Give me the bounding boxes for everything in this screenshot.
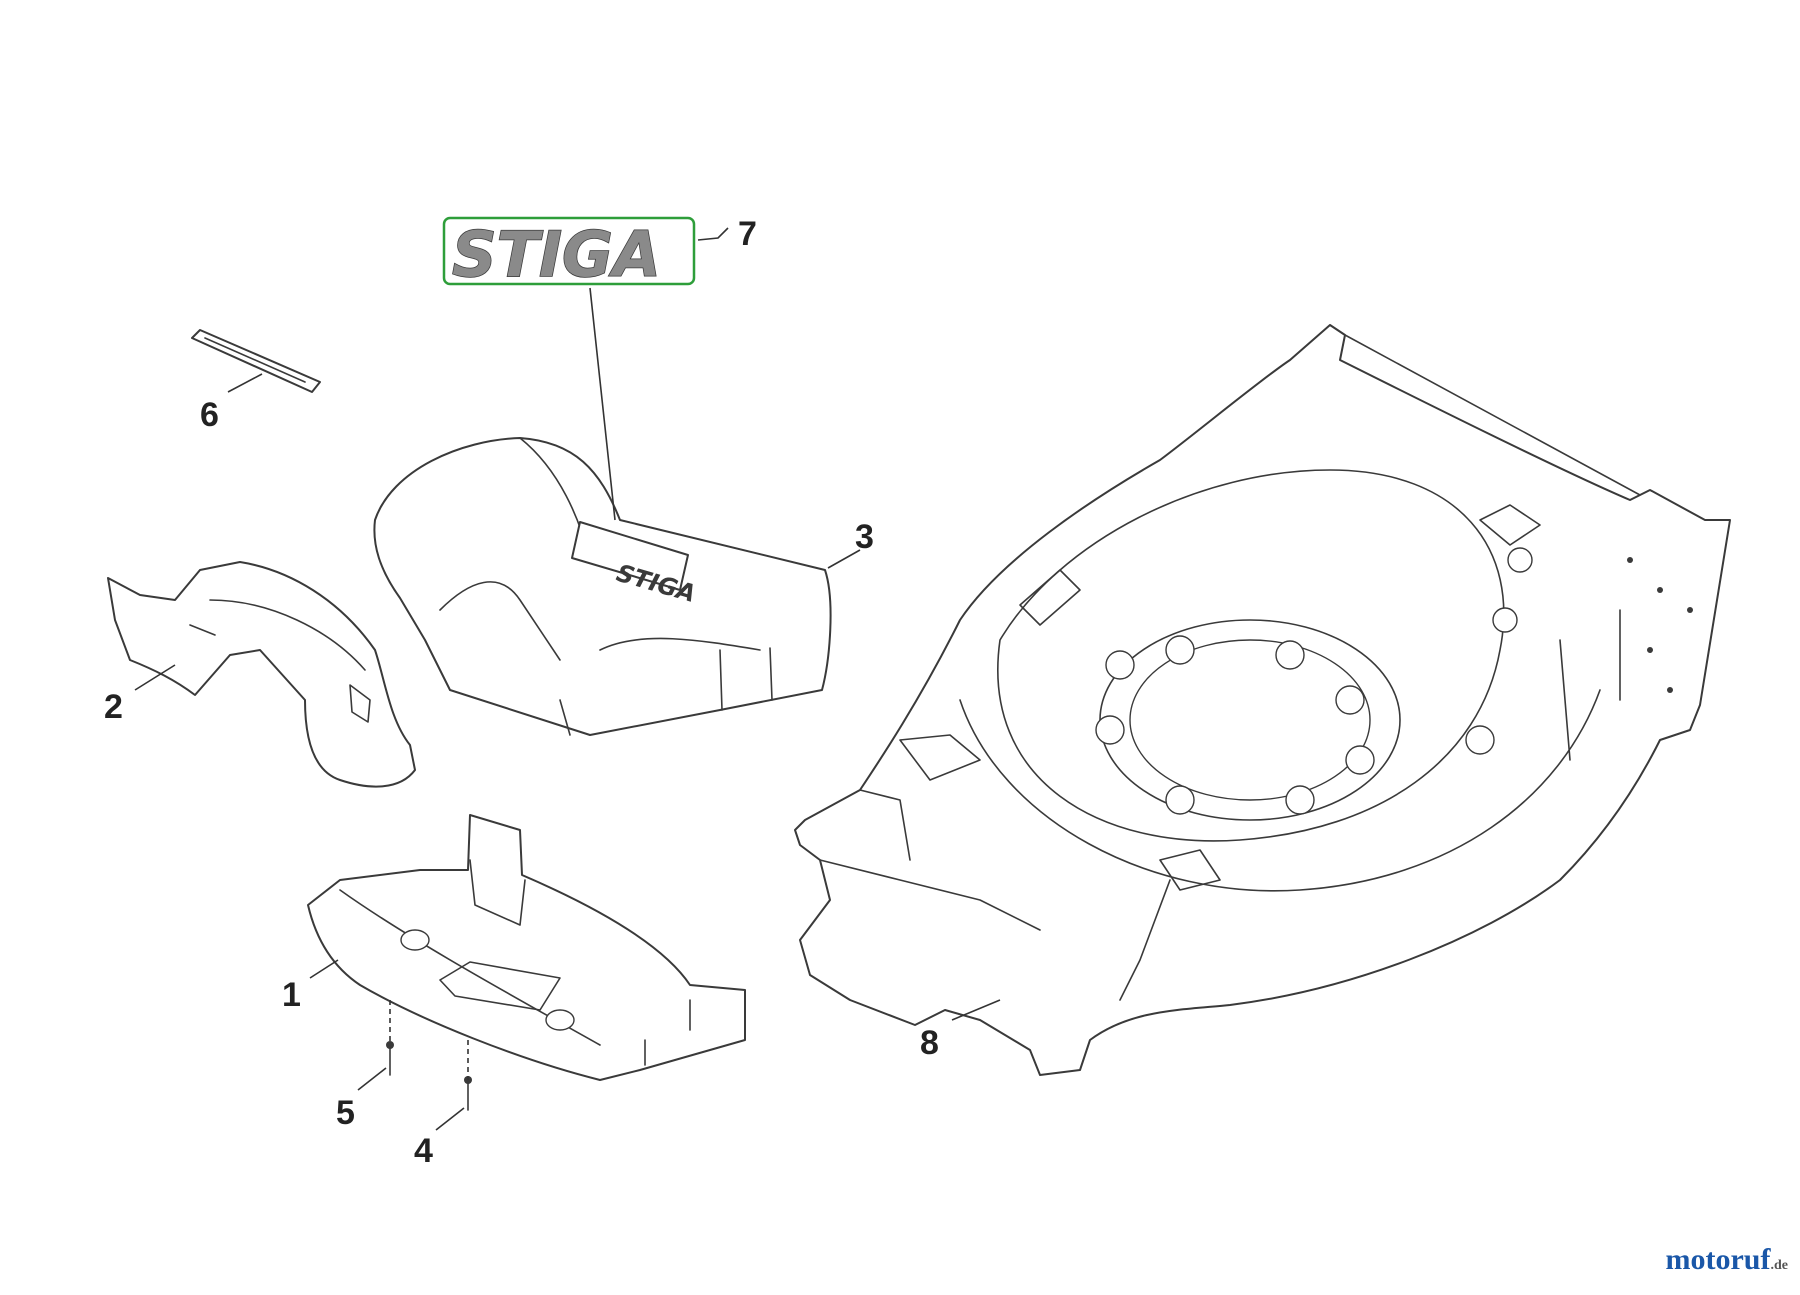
callout-7: 7 (738, 215, 757, 253)
leader-8 (951, 999, 1001, 1021)
part-5-screw (386, 1041, 394, 1076)
brand-decal-text: STIGA (452, 218, 661, 291)
part-8-mower-deck (794, 324, 1731, 1076)
leader-2 (134, 664, 176, 691)
watermark-name: motoruf (1665, 1243, 1771, 1276)
part-6-strip (191, 329, 321, 393)
leader-7-a (697, 227, 729, 241)
watermark-tld: .de (1770, 1258, 1789, 1273)
leader-7-b (589, 287, 616, 521)
leader-1 (309, 959, 339, 979)
leader-lines (134, 227, 1001, 1131)
callout-3: 3 (855, 518, 874, 556)
callout-2: 2 (104, 688, 123, 726)
callout-6: 6 (200, 396, 219, 434)
watermark-logo: motoruf.de (1666, 1243, 1788, 1277)
part-2-bumper (107, 561, 416, 788)
callout-5: 5 (336, 1094, 355, 1132)
leader-5 (357, 1067, 387, 1091)
part-1-lower-tray (307, 814, 746, 1081)
leader-4 (435, 1107, 465, 1131)
part-7-stiga-decal: STIGA (442, 216, 696, 292)
leader-3 (827, 549, 861, 569)
leader-6 (227, 373, 263, 393)
part-3-top-cover: STIGA (373, 437, 832, 736)
callout-8: 8 (920, 1024, 939, 1062)
callout-1: 1 (282, 976, 301, 1014)
callout-4: 4 (414, 1132, 433, 1170)
part-4-screw (464, 1076, 472, 1111)
